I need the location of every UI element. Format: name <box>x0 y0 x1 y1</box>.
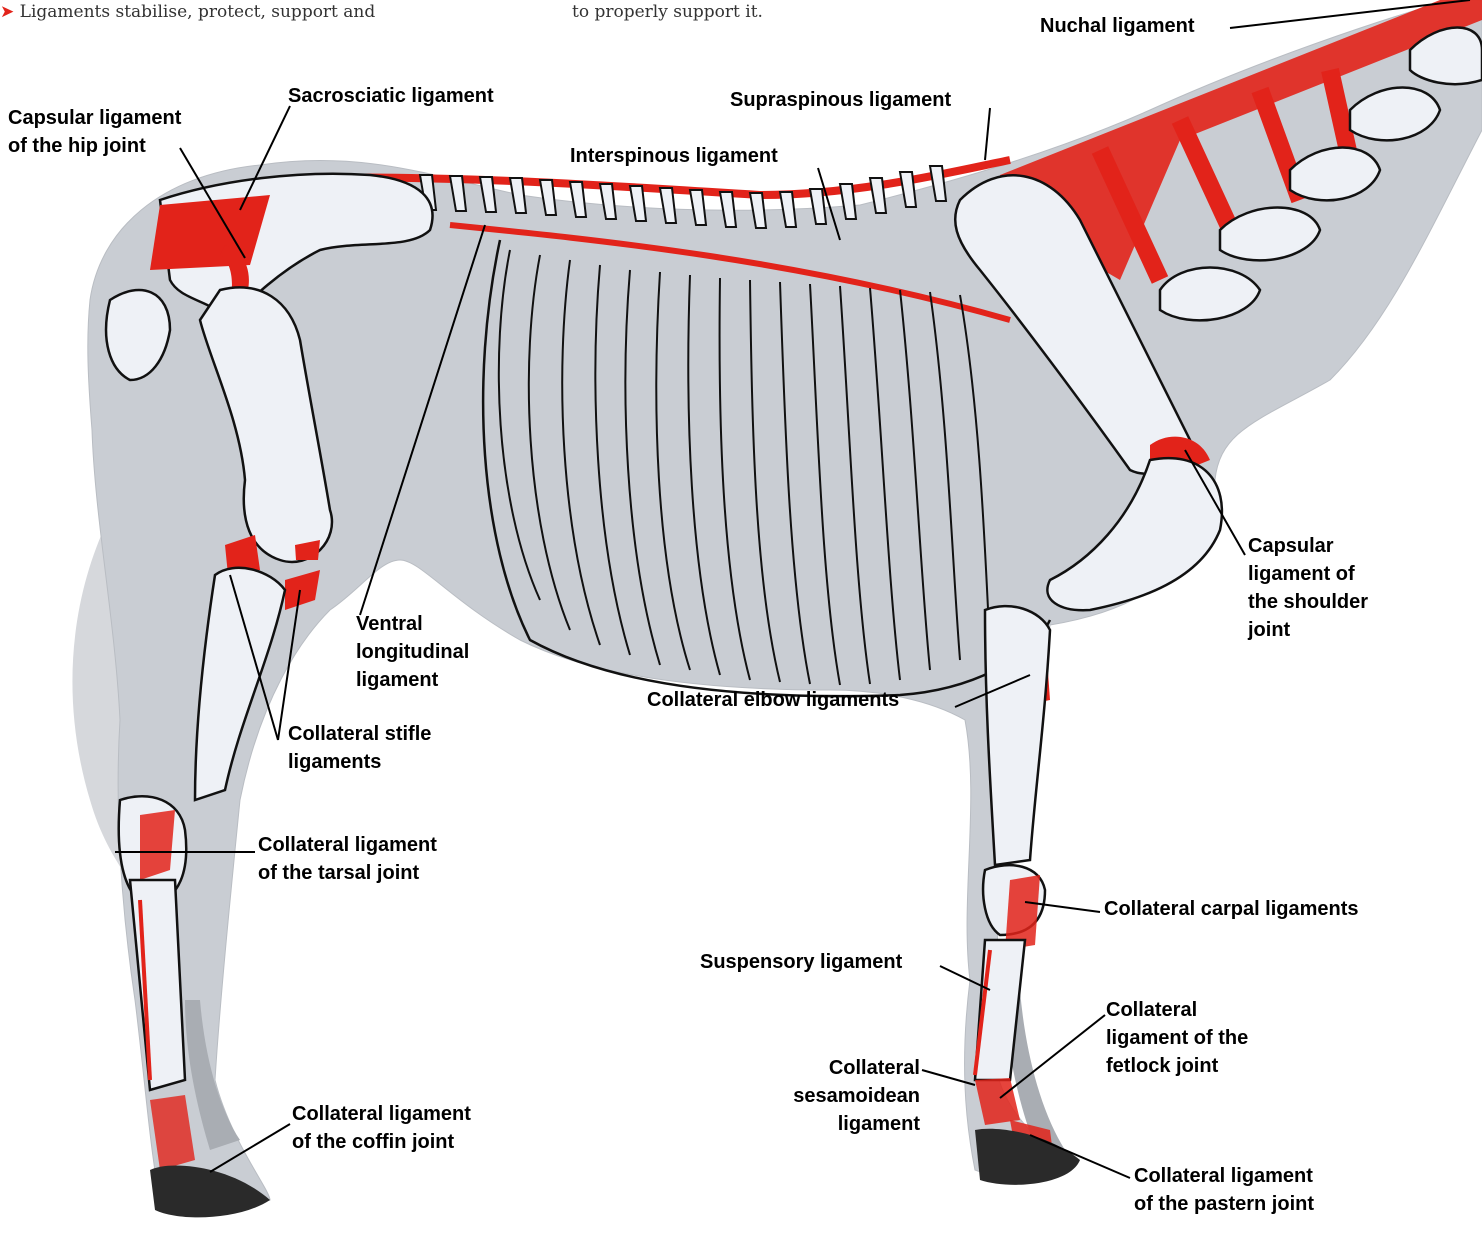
radius-bone <box>985 606 1050 865</box>
label-pastern-line2: of the pastern joint <box>1134 1190 1314 1218</box>
label-ventral-line1: Ventral <box>356 610 423 638</box>
label-coffin-line2: of the coffin joint <box>292 1128 454 1156</box>
label-pastern-line1: Collateral ligament <box>1134 1162 1313 1190</box>
label-ventral-line2: longitudinal <box>356 638 469 666</box>
label-capsular-shoulder-line2: ligament of <box>1248 560 1355 588</box>
label-collateral-elbow: Collateral elbow ligaments <box>647 686 899 714</box>
label-fetlock-line1: Collateral <box>1106 996 1197 1024</box>
label-collateral-carpal: Collateral carpal ligaments <box>1104 895 1359 923</box>
label-tarsal-line2: of the tarsal joint <box>258 859 419 887</box>
label-suspensory-ligament: Suspensory ligament <box>700 948 902 976</box>
tarsal-ligament <box>140 810 175 880</box>
label-capsular-shoulder-line4: joint <box>1248 616 1290 644</box>
label-sesamoidean-line1: Collateral <box>760 1054 920 1082</box>
label-capsular-hip-line2: of the hip joint <box>8 132 146 160</box>
label-coffin-line1: Collateral ligament <box>292 1100 471 1128</box>
label-sesamoidean-line3: ligament <box>760 1110 920 1138</box>
label-capsular-shoulder-line1: Capsular <box>1248 532 1334 560</box>
label-sacrosciatic-ligament: Sacrosciatic ligament <box>288 82 494 110</box>
fore-hoof <box>975 1129 1080 1185</box>
label-ventral-line3: ligament <box>356 666 438 694</box>
label-stifle-line2: ligaments <box>288 748 381 776</box>
label-interspinous-ligament: Interspinous ligament <box>570 142 778 170</box>
label-nuchal-ligament: Nuchal ligament <box>1040 12 1194 40</box>
label-stifle-line1: Collateral stifle <box>288 720 431 748</box>
label-fetlock-line3: fetlock joint <box>1106 1052 1218 1080</box>
label-fetlock-line2: ligament of the <box>1106 1024 1248 1052</box>
label-supraspinous-ligament: Supraspinous ligament <box>730 86 951 114</box>
label-tarsal-line1: Collateral ligament <box>258 831 437 859</box>
label-capsular-shoulder-line3: the shoulder <box>1248 588 1368 616</box>
label-capsular-hip-line1: Capsular ligament <box>8 104 181 132</box>
label-sesamoidean-line2: sesamoidean <box>760 1082 920 1110</box>
